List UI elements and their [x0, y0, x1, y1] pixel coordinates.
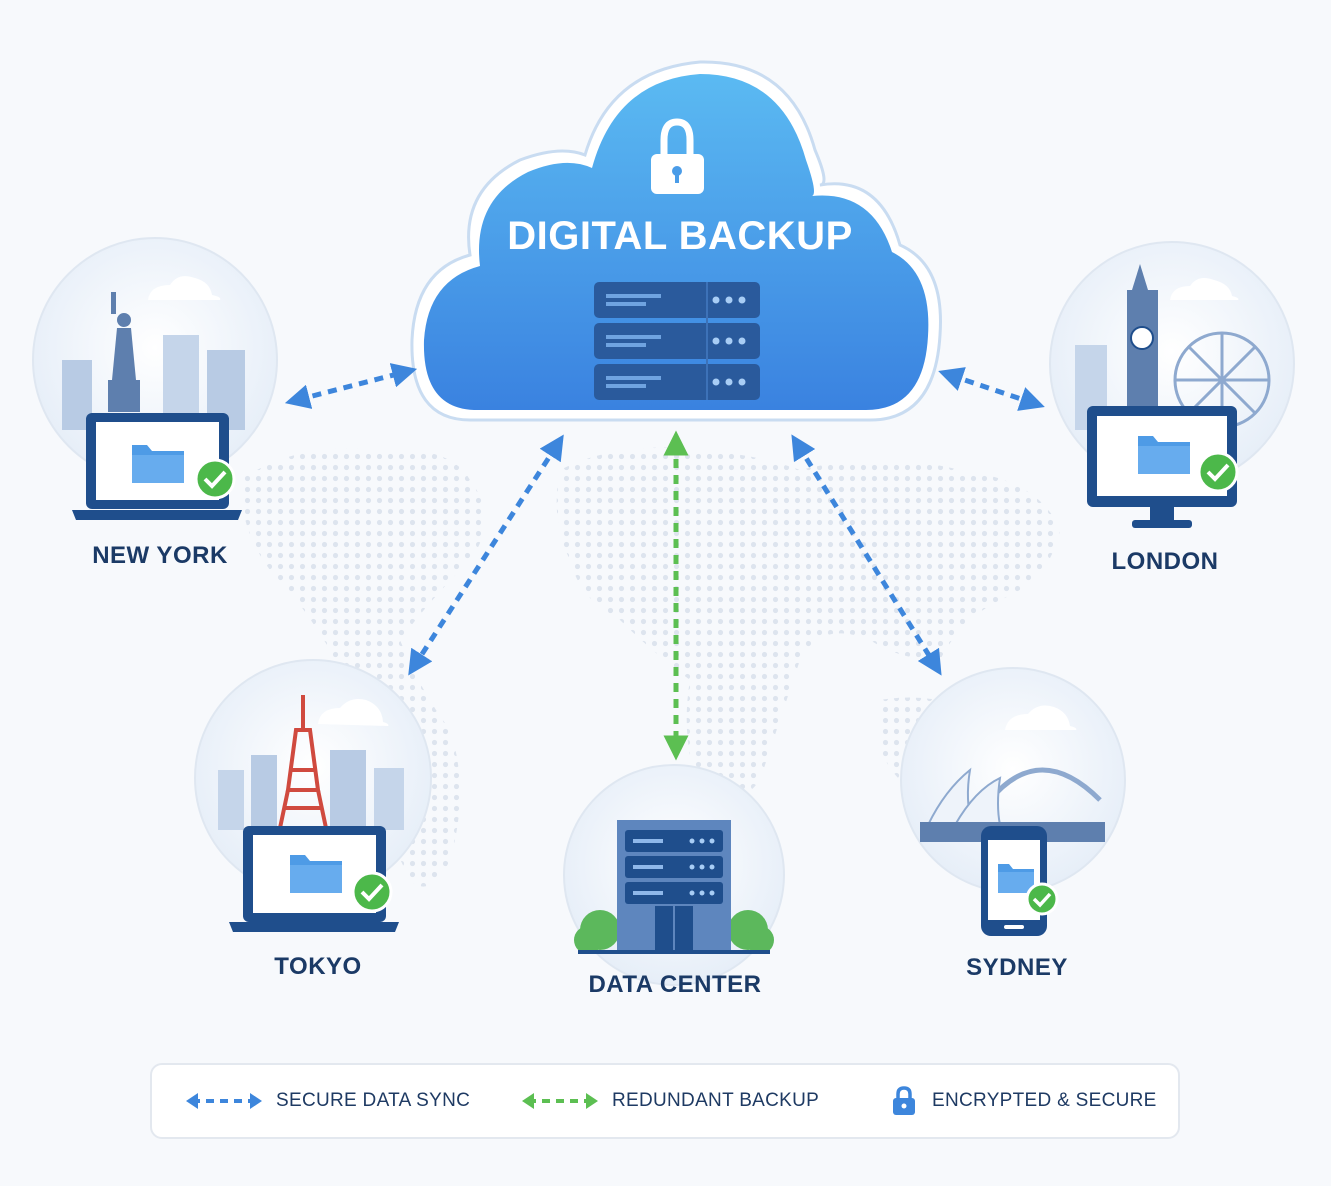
harbour-bridge-icon — [988, 767, 1102, 802]
tree-icon — [574, 910, 774, 954]
lock-icon — [651, 118, 704, 194]
node-sydney — [900, 667, 1126, 936]
legend: SECURE DATA SYNC REDUNDANT BACKUP ENCRYP… — [150, 1063, 1180, 1139]
node-data-center — [563, 764, 785, 986]
legend-redundant-label: REDUNDANT BACKUP — [612, 1090, 820, 1111]
folder-icon — [1138, 436, 1190, 474]
sync-arrows — [284, 363, 1045, 676]
sync-arrow-icon — [186, 1093, 262, 1109]
check-icon — [351, 871, 393, 913]
node-london — [1049, 241, 1295, 528]
legend-item-encrypted: ENCRYPTED & SECURE — [890, 1065, 1157, 1137]
node-tokyo — [194, 659, 432, 932]
cloud-digital-backup — [410, 60, 942, 422]
big-ben-icon — [1127, 264, 1158, 410]
tokyo-tower-icon — [278, 695, 328, 829]
cloud-title: DIGITAL BACKUP — [507, 214, 853, 258]
check-icon — [194, 458, 236, 500]
legend-item-redundant: REDUNDANT BACKUP — [522, 1065, 819, 1137]
folder-icon — [998, 864, 1034, 893]
label-tokyo: TOKYO — [274, 953, 362, 980]
label-sydney: SYDNEY — [966, 954, 1068, 981]
folder-icon — [290, 855, 342, 893]
arrow-tokyo — [408, 434, 564, 676]
folder-icon — [132, 445, 184, 483]
node-new-york — [32, 237, 278, 520]
building-icon — [617, 820, 731, 952]
opera-house-icon — [926, 767, 1002, 826]
label-new-york: NEW YORK — [92, 542, 228, 569]
label-data-center: DATA CENTER — [588, 971, 762, 998]
arrow-sydney — [791, 434, 942, 676]
redundant-arrow-icon — [522, 1093, 598, 1109]
arrow-london — [938, 367, 1045, 411]
check-icon — [1025, 882, 1059, 916]
legend-sync-label: SECURE DATA SYNC — [276, 1090, 471, 1111]
check-icon — [1197, 451, 1239, 493]
legend-item-sync: SECURE DATA SYNC — [186, 1065, 470, 1137]
statue-of-liberty-icon — [108, 292, 140, 412]
legend-encrypted-label: ENCRYPTED & SECURE — [932, 1090, 1157, 1111]
label-london: LONDON — [1111, 548, 1219, 575]
lock-icon — [893, 1086, 915, 1115]
arrow-new-york — [284, 363, 418, 409]
server-stack-icon — [594, 282, 760, 400]
